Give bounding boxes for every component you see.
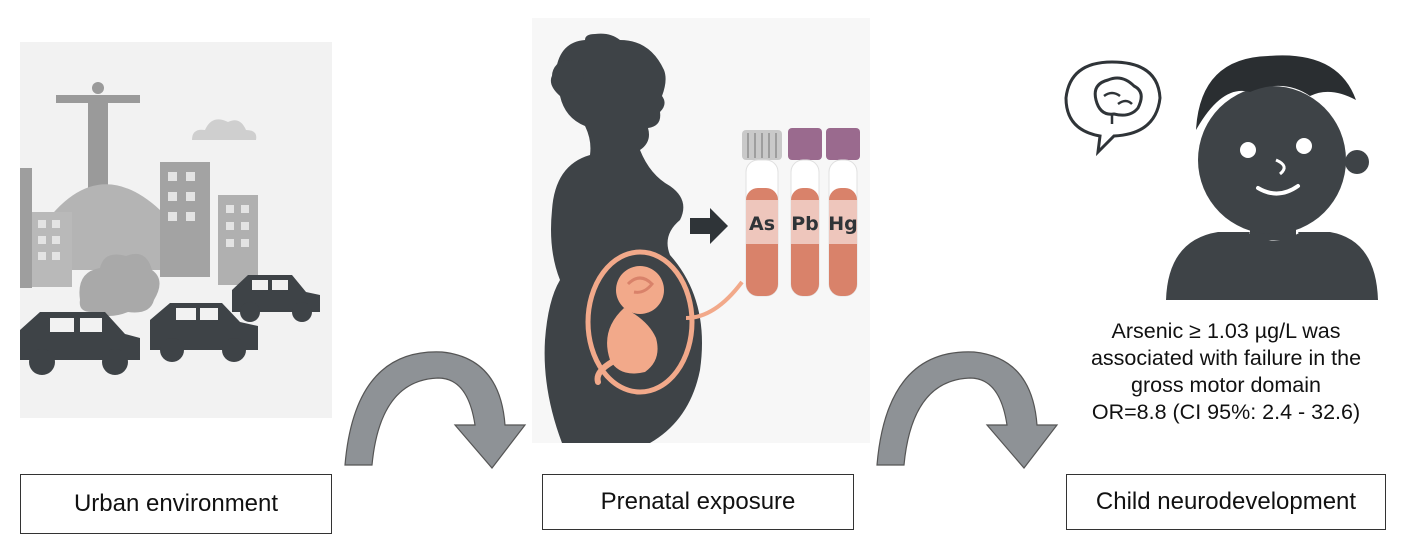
urban-environment-label: Urban environment [20,474,332,534]
result-line: gross motor domain [1131,373,1321,397]
result-line: OR=8.8 (CI 95%: 2.4 - 32.6) [1091,400,1361,424]
curved-arrow-icon [876,351,1059,469]
child-icon [1166,55,1378,300]
tube-label-hg: Hg [828,213,858,235]
arrow-right-icon [690,208,728,244]
prenatal-exposure-label: Prenatal exposure [542,474,854,530]
result-text: Arsenic ≥ 1.03 µg/L was associated with … [1050,318,1401,426]
child-neurodevelopment-label: Child neurodevelopment [1066,474,1386,530]
result-line: Arsenic ≥ 1.03 µg/L was [1111,319,1341,343]
result-line: associated with failure in the [1090,346,1362,370]
tube-label-pb: Pb [791,213,819,235]
fetus-icon [585,249,744,395]
curved-arrow-icon [344,351,527,469]
brain-speech-bubble-icon [1064,60,1162,157]
city-scene-icon [20,42,332,418]
blood-tube-icon [742,128,860,297]
tube-label-as: As [749,213,775,235]
